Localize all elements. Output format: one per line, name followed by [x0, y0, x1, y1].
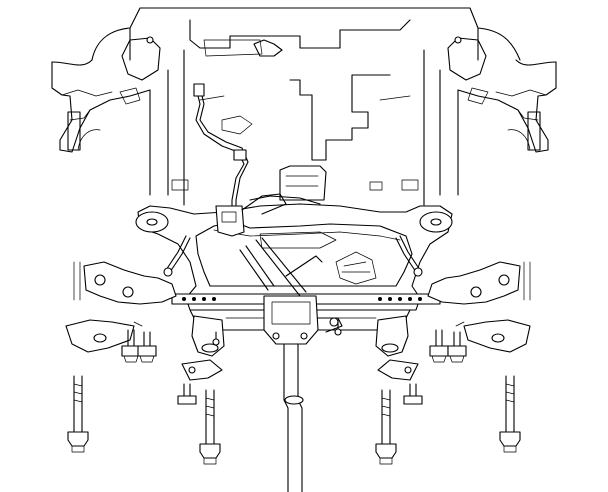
left-lateral-link: [177, 359, 223, 405]
short-bolt-right-2: [447, 331, 467, 363]
left-lower-control-arm: [65, 261, 177, 353]
long-bolt-far-right: [499, 375, 521, 453]
vehicle-body-outline: [51, 7, 557, 196]
long-bolt-far-left: [67, 375, 89, 453]
control-arm-bolts: [121, 319, 467, 405]
right-lateral-link: [377, 359, 423, 405]
small-bolt-center-right: [334, 319, 342, 336]
short-bolt-right-1: [429, 329, 449, 363]
intermediate-steering-shaft: [283, 343, 304, 492]
long-bolt-center-right: [375, 389, 397, 465]
steering-gear: [239, 237, 343, 345]
right-lower-control-arm: [427, 261, 531, 353]
left-tie-rod: [163, 235, 191, 277]
right-tie-rod: [395, 235, 423, 277]
short-bolt-left-2: [137, 331, 157, 363]
small-bolt-center-left: [212, 331, 220, 346]
front-suspension-crossmember: [135, 193, 453, 357]
long-bolt-center-left: [199, 389, 221, 465]
engine-transmission-block: [183, 19, 425, 206]
crossmember-mounting-bolts: [67, 375, 521, 465]
